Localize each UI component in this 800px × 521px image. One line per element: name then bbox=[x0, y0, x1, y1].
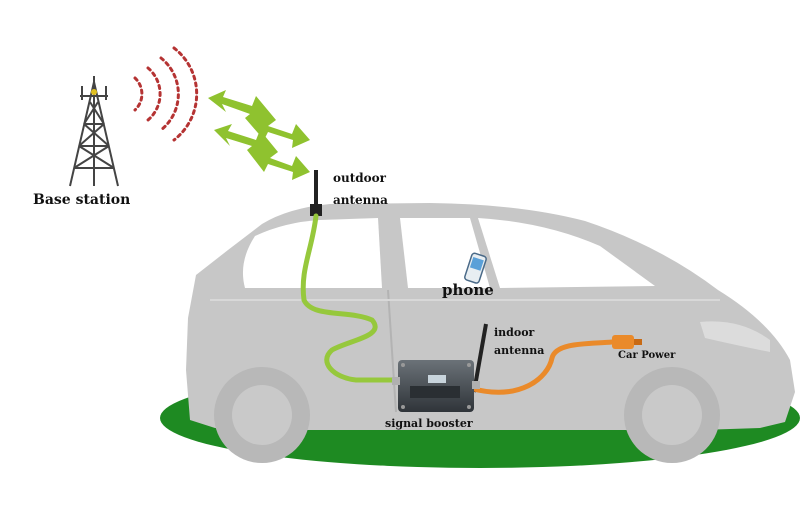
signal-booster-device bbox=[392, 360, 480, 412]
car-silhouette bbox=[186, 203, 795, 463]
outdoor-cable bbox=[300, 213, 405, 383]
mobile-phone-icon bbox=[464, 252, 487, 284]
signal-arrow-lower bbox=[214, 124, 310, 180]
signal-booster-label: signal booster bbox=[385, 417, 473, 430]
rear-wheel-hub bbox=[232, 385, 292, 445]
car-headlight bbox=[700, 321, 770, 352]
car-power-plug-icon bbox=[612, 335, 642, 349]
car-door-line bbox=[387, 289, 397, 413]
indoor-antenna-label-line1: indoor bbox=[494, 326, 535, 339]
car-window-rear bbox=[242, 218, 382, 288]
car-power-label: Car Power bbox=[618, 350, 676, 361]
tower-beacon bbox=[91, 89, 97, 95]
signal-waves-icon bbox=[133, 46, 199, 142]
base-station-label: Base station bbox=[33, 192, 131, 208]
car-window-front bbox=[478, 218, 655, 288]
outdoor-antenna-label-line1: outdoor bbox=[333, 171, 386, 185]
phone-label: phone bbox=[442, 281, 494, 299]
indoor-antenna-icon bbox=[472, 323, 488, 393]
signal-arrow-upper bbox=[208, 90, 310, 148]
indoor-cable bbox=[467, 339, 615, 395]
outdoor-antenna-label-line2: antenna bbox=[333, 193, 388, 207]
indoor-antenna-label-line2: antenna bbox=[494, 344, 545, 357]
cell-tower-icon bbox=[69, 76, 119, 187]
outdoor-antenna-icon bbox=[310, 170, 322, 216]
front-wheel-hub bbox=[642, 385, 702, 445]
